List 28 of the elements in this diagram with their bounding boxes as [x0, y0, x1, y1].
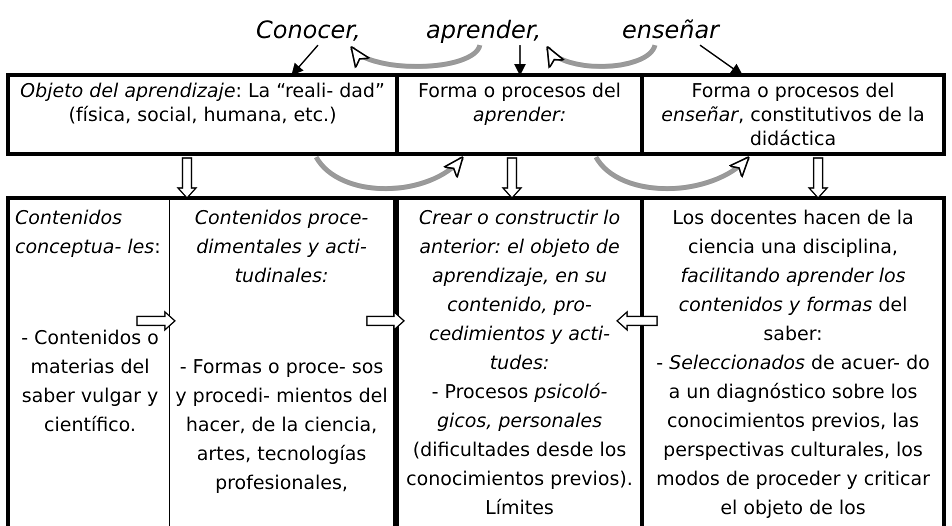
- hollow-arrow: [808, 157, 829, 200]
- curved-arrow: [546, 44, 658, 69]
- box-text: - Formas o proce- sos y procedi- mientos del hacer, de la ciencia, artes, tecnologías profesionales,: [175, 355, 388, 496]
- box-text: Forma o procesos del enseñar, constitutivos de la didáctica: [660, 79, 926, 151]
- hollow-arrow: [501, 157, 523, 200]
- curved-arrow: [594, 156, 750, 192]
- heading-word: aprender,: [426, 16, 542, 44]
- box-text: - Contenidos o materias del saber vulgar y científico.: [20, 326, 160, 438]
- heading-word: Conocer,: [256, 16, 361, 44]
- arrow: [291, 44, 319, 76]
- box-text: Forma o procesos del aprender:: [417, 79, 622, 127]
- curved-arrow: [350, 44, 482, 69]
- box-text: - Procesos psicoló- gicos, personales (dificultades desde los conocimientos previos). Límites: [405, 380, 634, 521]
- concept-box: [6, 196, 171, 526]
- concept-box: [169, 196, 397, 526]
- box-text: - Seleccionados de acuer- do a un diagnóstico sobre los conocimientos previos, las perspectivas culturales, los modos de proceder y criticar el objeto de los: [655, 351, 931, 521]
- box-text: Objeto del aprendizaje: La “reali- dad” (física, social, humana, etc.): [19, 79, 386, 127]
- curved-arrow: [314, 156, 464, 192]
- box-text: Contenidos proce- dimentales y acti- tudinales:: [194, 206, 370, 289]
- box-text: Contenidos conceptua- les:: [15, 206, 162, 260]
- arrow: [700, 44, 743, 76]
- hollow-arrow: [616, 310, 658, 332]
- box-text: Crear o constructir lo anterior: el objeto de aprendizaje, en su contenido, pro- cedimientos y acti- tudes:: [418, 206, 622, 376]
- arrow: [514, 45, 526, 76]
- heading-word: enseñar: [622, 16, 720, 44]
- hollow-arrow: [176, 157, 198, 200]
- hollow-arrow: [136, 310, 176, 332]
- box-text: Los docentes hacen de la ciencia una disciplina, facilitando aprender los contenidos y formas del saber:: [671, 206, 915, 347]
